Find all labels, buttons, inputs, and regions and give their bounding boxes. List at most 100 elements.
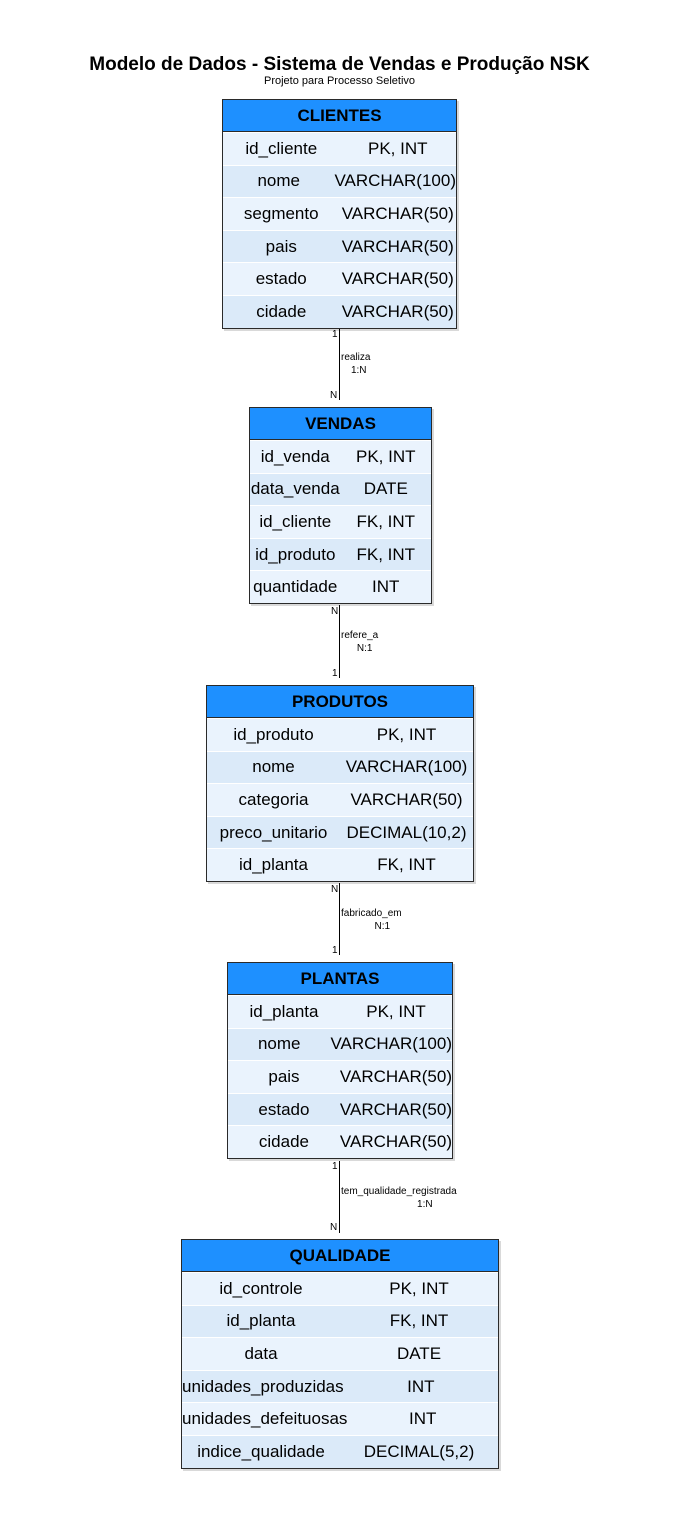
attribute-type: FK, INT bbox=[356, 544, 416, 564]
attribute-type: PK, INT bbox=[355, 446, 416, 466]
cardinality-end: N bbox=[330, 390, 338, 401]
attribute-name: pais bbox=[265, 236, 297, 256]
attribute-name: preco_unitario bbox=[219, 822, 328, 842]
attribute-name: id_cliente bbox=[259, 511, 332, 531]
relationship-label-tem-qualidade-registrada: tem_qualidade_registrada 1:N bbox=[341, 1185, 457, 1211]
attribute-name: quantidade bbox=[253, 577, 338, 597]
entity-clientes: CLIENTES id_cliente PK, INT nome VARCHAR(1… bbox=[222, 99, 457, 329]
attribute-name: nome bbox=[252, 757, 295, 777]
attribute-type: PK, INT bbox=[367, 138, 428, 158]
attribute-name: data_venda bbox=[250, 479, 340, 499]
relationship-cardinality: N:1 bbox=[374, 921, 391, 932]
attribute-type: DECIMAL(10,2) bbox=[346, 822, 467, 842]
attribute-type: VARCHAR(50) bbox=[341, 203, 454, 223]
attribute-type: VARCHAR(50) bbox=[339, 1099, 452, 1119]
entity-qualidade-name: QUALIDADE bbox=[182, 1240, 498, 1272]
attribute-type: INT bbox=[407, 1376, 435, 1396]
attribute-type: FK, INT bbox=[389, 1311, 449, 1331]
cardinality-start: 1 bbox=[332, 329, 338, 340]
attribute-name: nome bbox=[257, 171, 300, 191]
attribute-name: id_planta bbox=[226, 1311, 296, 1331]
attribute-row: id_cliente PK, INT bbox=[223, 132, 456, 165]
attribute-type: VARCHAR(50) bbox=[339, 1132, 452, 1152]
attribute-name: id_venda bbox=[260, 446, 330, 466]
attribute-row: pais VARCHAR(50) bbox=[223, 229, 456, 263]
entity-plantas: PLANTAS id_planta PK, INT nome VARCHAR(100… bbox=[227, 962, 453, 1159]
attribute-row: nome VARCHAR(100) bbox=[223, 164, 456, 198]
attribute-type: PK, INT bbox=[376, 724, 437, 744]
attribute-name: estado bbox=[258, 1099, 310, 1119]
attribute-row: cidade VARCHAR(50) bbox=[228, 1125, 452, 1158]
relationship-name: refere_a bbox=[341, 630, 379, 641]
entity-vendas-name: VENDAS bbox=[250, 408, 431, 440]
cardinality-start: N bbox=[331, 884, 339, 895]
attribute-row: nome VARCHAR(100) bbox=[228, 1027, 452, 1061]
attribute-type: VARCHAR(100) bbox=[345, 757, 468, 777]
cardinality-start: 1 bbox=[332, 1161, 338, 1172]
attribute-name: cidade bbox=[258, 1132, 309, 1152]
diagram-subtitle: Projeto para Processo Seletivo bbox=[263, 75, 416, 87]
attribute-type: VARCHAR(50) bbox=[341, 269, 454, 289]
attribute-name: id_controle bbox=[219, 1278, 303, 1298]
attribute-name: unidades_produzidas bbox=[182, 1376, 344, 1396]
relationship-line-fabricado-em bbox=[339, 883, 340, 955]
relationship-cardinality: N:1 bbox=[356, 643, 373, 654]
attribute-name: id_planta bbox=[249, 1001, 319, 1021]
cardinality-end: 1 bbox=[332, 945, 338, 956]
attribute-name: unidades_defeituosas bbox=[182, 1409, 348, 1429]
relationship-label-fabricado-em: fabricado_em N:1 bbox=[341, 907, 402, 933]
attribute-type: VARCHAR(100) bbox=[334, 171, 456, 191]
attribute-type: VARCHAR(50) bbox=[339, 1066, 452, 1086]
entity-plantas-name: PLANTAS bbox=[228, 963, 452, 995]
relationship-cardinality: 1:N bbox=[417, 1199, 433, 1210]
attribute-row: estado VARCHAR(50) bbox=[228, 1092, 452, 1126]
attribute-row: indice_qualidade DECIMAL(5,2) bbox=[182, 1434, 498, 1468]
attribute-name: id_planta bbox=[238, 855, 308, 875]
relationship-name: fabricado_em bbox=[341, 908, 402, 919]
attribute-row: id_planta FK, INT bbox=[207, 848, 473, 881]
relationship-label-realiza: realiza 1:N bbox=[341, 351, 370, 377]
attribute-type: DECIMAL(5,2) bbox=[363, 1441, 475, 1461]
attribute-row: id_venda PK, INT bbox=[250, 440, 431, 473]
diagram-title: Modelo de Dados - Sistema de Vendas e Pr… bbox=[89, 54, 590, 75]
attribute-name: id_cliente bbox=[245, 138, 318, 158]
relationship-label-refere-a: refere_a N:1 bbox=[341, 629, 378, 655]
attribute-name: id_produto bbox=[255, 544, 336, 564]
cardinality-start: N bbox=[331, 606, 339, 617]
attribute-name: data bbox=[244, 1343, 278, 1363]
entity-produtos-name: PRODUTOS bbox=[207, 686, 473, 718]
attribute-row: id_planta FK, INT bbox=[182, 1304, 498, 1338]
attribute-name: indice_qualidade bbox=[197, 1441, 325, 1461]
attribute-type: FK, INT bbox=[377, 855, 436, 875]
attribute-type: DATE bbox=[363, 479, 408, 499]
attribute-row: id_produto FK, INT bbox=[250, 537, 431, 571]
attribute-type: VARCHAR(100) bbox=[330, 1034, 452, 1054]
relationship-line-tem-qualidade-registrada bbox=[339, 1161, 340, 1233]
attribute-row: segmento VARCHAR(50) bbox=[223, 197, 456, 230]
attribute-type: INT bbox=[409, 1409, 437, 1429]
relationship-line-refere-a bbox=[339, 605, 340, 678]
relationship-name: tem_qualidade_registrada bbox=[341, 1186, 457, 1197]
attribute-name: segmento bbox=[243, 203, 319, 223]
relationship-line-realiza bbox=[339, 329, 340, 400]
attribute-row: unidades_produzidas INT bbox=[182, 1369, 498, 1403]
entity-clientes-name: CLIENTES bbox=[223, 100, 456, 132]
attribute-row: unidades_defeituosas INT bbox=[182, 1402, 498, 1435]
attribute-name: nome bbox=[257, 1034, 301, 1054]
attribute-type: VARCHAR(50) bbox=[350, 789, 463, 809]
attribute-type: VARCHAR(50) bbox=[341, 236, 454, 256]
attribute-row: preco_unitario DECIMAL(10,2) bbox=[207, 815, 473, 849]
attribute-type: PK, INT bbox=[366, 1001, 426, 1021]
